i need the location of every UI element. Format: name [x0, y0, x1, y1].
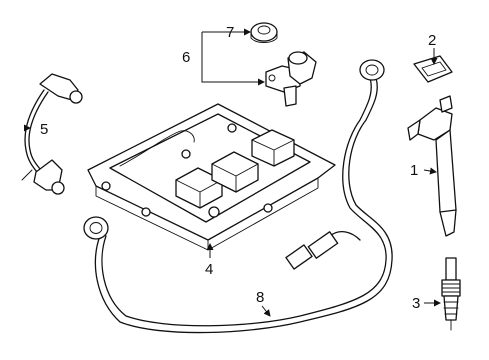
callout-6: 6	[182, 49, 190, 66]
leaders	[24, 28, 441, 317]
callout-3: 3	[412, 295, 420, 312]
callout-2: 2	[428, 32, 436, 49]
callout-7: 7	[226, 24, 234, 41]
callout-8: 8	[256, 289, 264, 306]
callout-5: 5	[40, 121, 48, 138]
spark-plug	[441, 257, 461, 331]
callout-4: 4	[205, 261, 213, 278]
camshaft-sensor	[265, 51, 317, 107]
coil-bracket	[413, 55, 453, 83]
grommet	[250, 22, 278, 43]
cam-sensor-harness	[21, 73, 83, 195]
ignition-coil	[407, 95, 457, 237]
engine-control-module	[87, 103, 336, 251]
callout-1: 1	[410, 162, 418, 179]
wiring-harness	[83, 59, 393, 334]
